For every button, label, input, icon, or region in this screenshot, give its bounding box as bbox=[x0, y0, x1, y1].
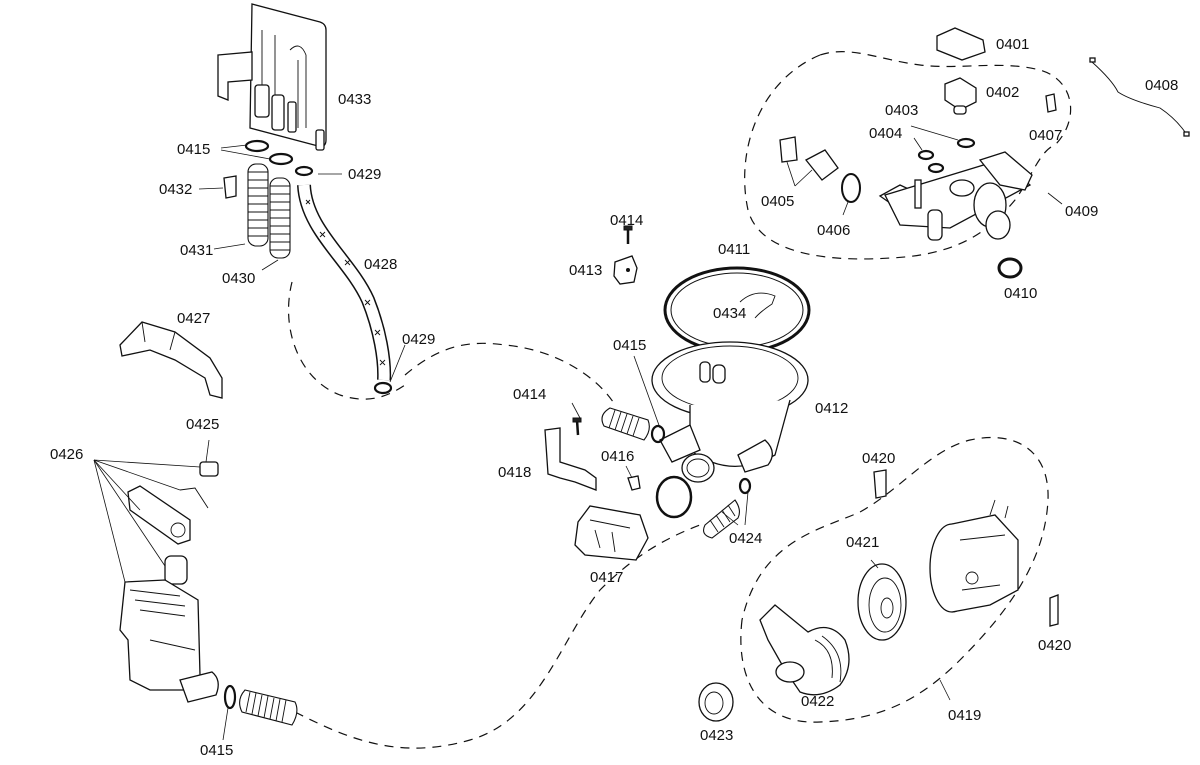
callout-0405: 0405 bbox=[761, 193, 794, 210]
part-0404-rings bbox=[917, 149, 945, 174]
part-0427-cover bbox=[119, 321, 223, 399]
callout-0428: 0428 bbox=[364, 256, 397, 273]
dashed-route-hose-0430 bbox=[288, 281, 406, 400]
callout-0403: 0403 bbox=[885, 102, 918, 119]
callout-0407: 0407 bbox=[1029, 127, 1062, 144]
dashed-hose-routes bbox=[288, 51, 1072, 749]
part-0415-ring-sump bbox=[650, 424, 666, 444]
part-0408-wire bbox=[1089, 57, 1190, 137]
part-0429-clamp-bottom bbox=[373, 381, 393, 395]
callout-0414-top: 0414 bbox=[610, 212, 643, 229]
part-0401-cover bbox=[936, 27, 986, 61]
callout-0432: 0432 bbox=[159, 181, 192, 198]
callout-0421: 0421 bbox=[846, 534, 879, 551]
callout-0413: 0413 bbox=[569, 262, 602, 279]
part-0403-ring bbox=[956, 137, 976, 149]
callout-0404: 0404 bbox=[869, 125, 902, 142]
part-0410-clamp bbox=[997, 257, 1023, 279]
callout-0430: 0430 bbox=[222, 270, 255, 287]
part-0417-valve bbox=[574, 505, 649, 561]
callout-0412: 0412 bbox=[815, 400, 848, 417]
callout-0418: 0418 bbox=[498, 464, 531, 481]
part-0405-sensor bbox=[779, 136, 839, 181]
part-0407-clip bbox=[1045, 93, 1057, 113]
callout-0415-sump: 0415 bbox=[613, 337, 646, 354]
part-0414-screw-left bbox=[572, 417, 582, 436]
part-0418-bracket bbox=[544, 427, 597, 491]
part-0412-sump bbox=[651, 341, 809, 483]
callout-0420-top: 0420 bbox=[862, 450, 895, 467]
callout-0415-top: 0415 bbox=[177, 141, 210, 158]
callout-0406: 0406 bbox=[817, 222, 850, 239]
callout-0427: 0427 bbox=[177, 310, 210, 327]
callout-0401: 0401 bbox=[996, 36, 1029, 53]
part-0415-ring-left bbox=[223, 684, 237, 710]
callout-0417: 0417 bbox=[590, 569, 623, 586]
callout-0414-left: 0414 bbox=[513, 386, 546, 403]
callout-0409: 0409 bbox=[1065, 203, 1098, 220]
part-0416-clip bbox=[627, 475, 641, 491]
part-0432-clip bbox=[223, 175, 237, 199]
part-drain-hose-corrugated bbox=[239, 689, 298, 726]
part-0424-hose-ring bbox=[703, 477, 752, 539]
part-0420-clip-top bbox=[873, 469, 887, 499]
callout-0410: 0410 bbox=[1004, 285, 1037, 302]
part-0420-clip-right bbox=[1049, 594, 1059, 627]
part-0409-heater bbox=[878, 151, 1033, 241]
dashed-group-pump-0419 bbox=[740, 436, 1049, 723]
callout-0431: 0431 bbox=[180, 242, 213, 259]
callout-0429-bottom: 0429 bbox=[402, 331, 435, 348]
part-0414-screw-top bbox=[623, 225, 633, 244]
leader-lines bbox=[93, 125, 1063, 741]
callout-0422: 0422 bbox=[801, 693, 834, 710]
part-0419-pump-motor bbox=[929, 499, 1019, 613]
callout-0424: 0424 bbox=[729, 530, 762, 547]
part-0433-vent bbox=[217, 3, 327, 151]
callout-0402: 0402 bbox=[986, 84, 1019, 101]
callout-0408: 0408 bbox=[1145, 77, 1178, 94]
part-0415-rings-top bbox=[244, 139, 294, 166]
part-0429-clamp-top bbox=[294, 165, 314, 177]
part-sump-corrugated-hose bbox=[601, 407, 650, 441]
part-0422-pump-housing bbox=[759, 604, 850, 696]
callout-0419: 0419 bbox=[948, 707, 981, 724]
callout-0415-bottom: 0415 bbox=[200, 742, 233, 759]
dashed-group-heater-0409 bbox=[744, 51, 1072, 260]
part-0421-pump-cover bbox=[857, 563, 907, 641]
part-0406-oring bbox=[841, 173, 861, 203]
part-0431-corrugated-hose bbox=[247, 163, 269, 247]
dashed-route-drain-hose bbox=[294, 524, 701, 749]
callout-0411: 0411 bbox=[718, 241, 750, 258]
part-0423-grommet bbox=[698, 682, 734, 722]
part-0434-arrow-insert bbox=[739, 292, 776, 319]
part-0426-water-switch bbox=[119, 461, 219, 703]
part-0428-hose bbox=[297, 184, 392, 381]
callout-0426: 0426 bbox=[50, 446, 83, 463]
callout-0433: 0433 bbox=[338, 91, 371, 108]
part-0430-corrugated-hose bbox=[269, 177, 291, 259]
part-ring-large bbox=[655, 475, 693, 519]
part-0413-bracket bbox=[613, 255, 638, 285]
part-0402-sensor bbox=[944, 77, 977, 115]
callout-labels: 0401 0402 0403 0404 0405 0406 0407 0408 … bbox=[50, 36, 1178, 759]
callout-0420-right: 0420 bbox=[1038, 637, 1071, 654]
callout-0429-top: 0429 bbox=[348, 166, 381, 183]
dashed-route-hose-0428 bbox=[404, 342, 616, 406]
callout-0434: 0434 bbox=[713, 305, 746, 322]
callout-0416: 0416 bbox=[601, 448, 634, 465]
callout-0423: 0423 bbox=[700, 727, 733, 744]
callout-0425: 0425 bbox=[186, 416, 219, 433]
